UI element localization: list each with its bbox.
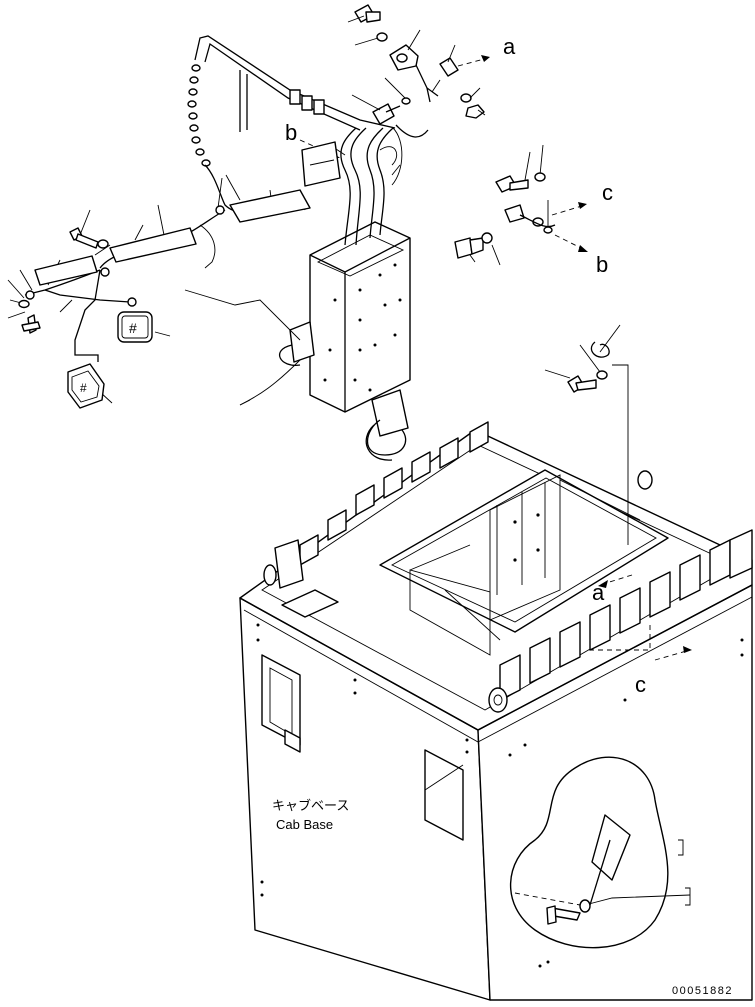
work-lamp-left: # bbox=[67, 363, 105, 409]
label-a-frame: a bbox=[592, 580, 605, 605]
cab-base-label-en: Cab Base bbox=[276, 817, 333, 832]
lamp-symbol-left: # bbox=[80, 381, 87, 395]
label-c-connector: c bbox=[602, 180, 613, 205]
left-mounting-brackets bbox=[274, 421, 489, 589]
harness-to-box bbox=[340, 127, 403, 246]
right-mounting-brackets bbox=[499, 529, 753, 701]
label-b-connector: b bbox=[596, 252, 608, 277]
harness-box-leader bbox=[184, 289, 301, 341]
left-bolts bbox=[18, 227, 109, 334]
label-a-top: a bbox=[503, 34, 516, 59]
cab-base-label: キャブベース Cab Base bbox=[272, 798, 349, 832]
left-side-window bbox=[261, 654, 301, 753]
left-harness bbox=[24, 141, 341, 362]
right-side-window bbox=[424, 749, 464, 841]
connector-bead-chain bbox=[187, 64, 211, 167]
controller-box bbox=[239, 221, 411, 461]
part-number: 00051882 bbox=[672, 985, 733, 997]
top-bolt-assembly bbox=[354, 4, 490, 166]
label-c-frame: c bbox=[635, 672, 646, 697]
detail-callout-bolt bbox=[509, 756, 691, 949]
lamp-symbol-right: # bbox=[129, 320, 137, 336]
deck-bolt-assembly bbox=[567, 341, 692, 661]
label-b-harness: b bbox=[285, 120, 297, 145]
right-connector-assembly bbox=[454, 172, 588, 259]
work-lamp-right: # bbox=[117, 311, 153, 343]
cab-base-label-jp: キャブベース bbox=[272, 798, 349, 813]
cab-base-frame bbox=[239, 421, 753, 1001]
